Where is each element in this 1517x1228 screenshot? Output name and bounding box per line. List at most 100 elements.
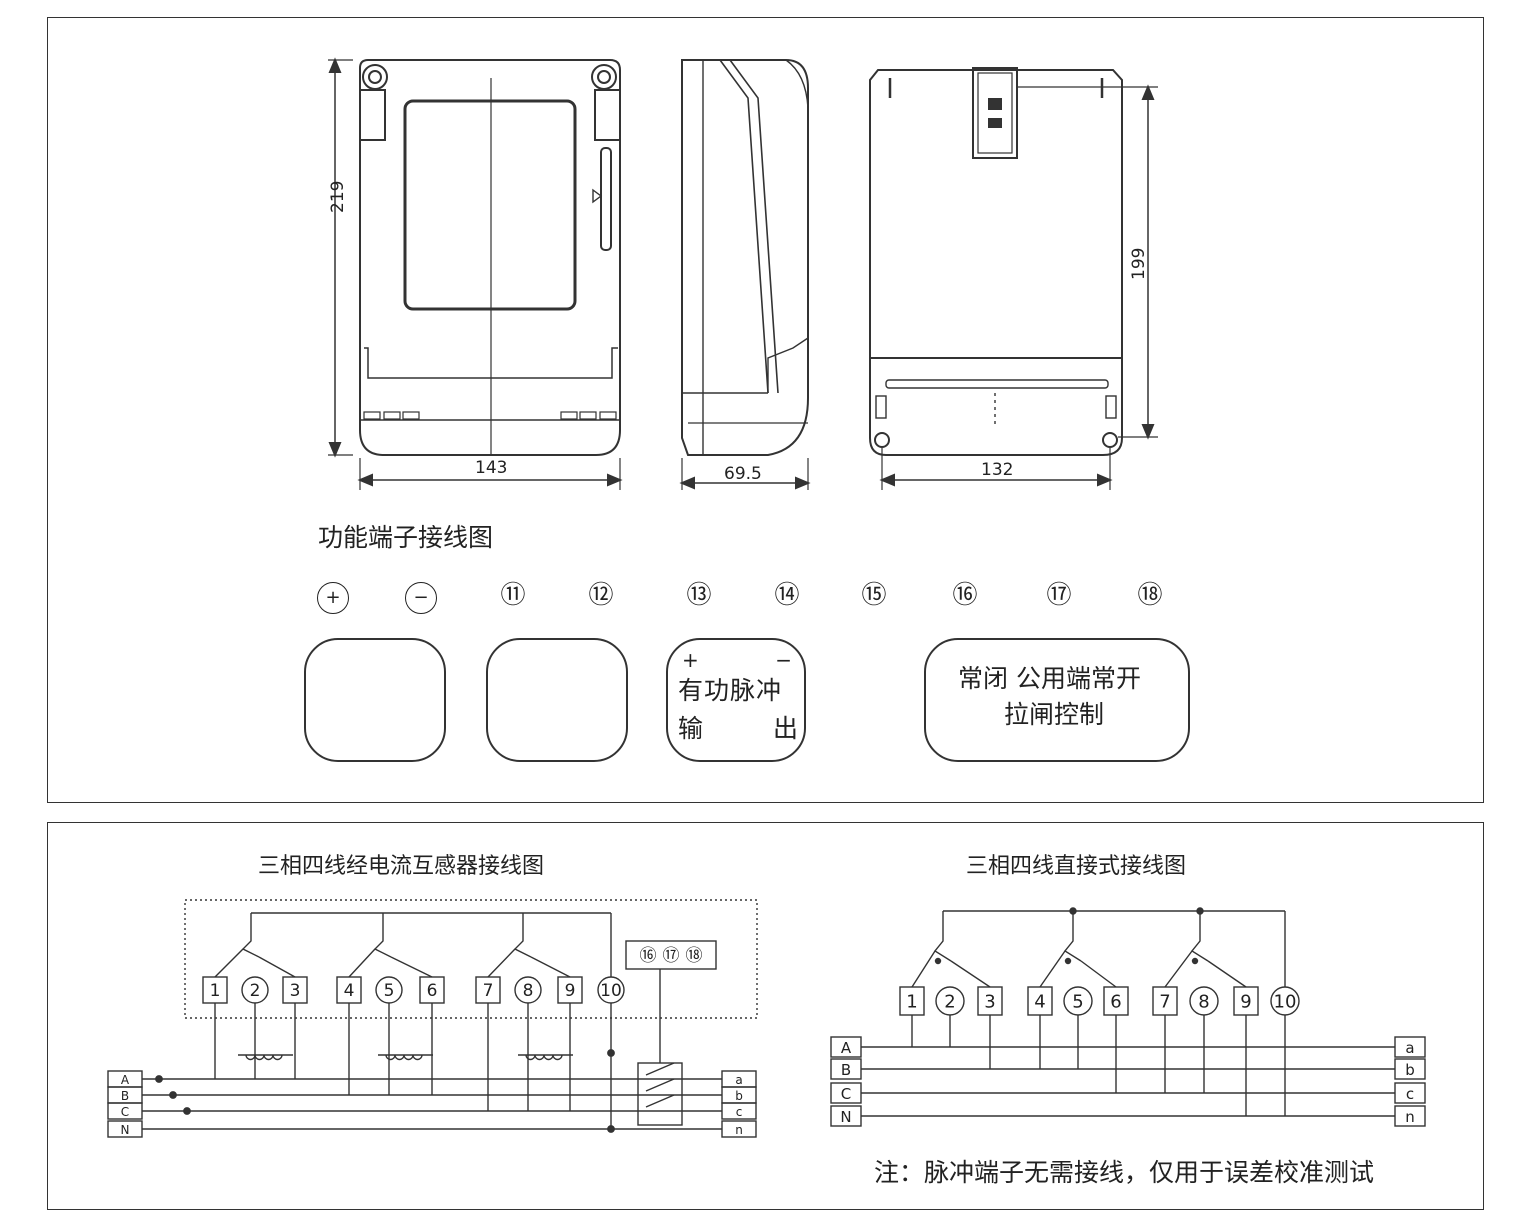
back-view xyxy=(869,67,1158,490)
output-label-a: a xyxy=(735,1073,742,1087)
junction-dot-1 xyxy=(155,1075,163,1083)
coil-link-3 xyxy=(513,913,532,958)
pulse-output-label: 有功脉冲 xyxy=(678,676,783,705)
relay-contact-2 xyxy=(645,1078,675,1092)
terminal-box-plus-minus xyxy=(304,638,446,762)
front-view xyxy=(328,57,623,490)
bus-dot-2 xyxy=(1196,907,1204,915)
input-label-C: C xyxy=(121,1105,129,1119)
ct-winding-3-3 xyxy=(552,1054,563,1061)
terminal-14: ⑭ xyxy=(774,580,800,609)
direct-wiring-title: 三相四线直接式接线图 xyxy=(966,854,1187,879)
output-box-n xyxy=(721,1120,757,1138)
aux-terminal-3: ⑱ xyxy=(686,946,703,966)
ct-wiring-title: 三相四线经电流互感器接线图 xyxy=(258,854,545,879)
pulse-minus-label: − xyxy=(775,648,792,672)
terminal-label-5: 5 xyxy=(384,981,395,1001)
output-label-n: n xyxy=(735,1123,743,1137)
coil-dot-3 xyxy=(1191,957,1199,965)
terminal-13: ⑬ xyxy=(686,580,712,609)
coil-link-2 xyxy=(1063,911,1082,962)
input-label-B: B xyxy=(121,1089,129,1103)
input-label-B: B xyxy=(841,1061,851,1079)
coil-right-1 xyxy=(258,956,296,978)
coil-left-1 xyxy=(214,948,244,978)
terminal-label-3: 3 xyxy=(984,991,995,1012)
output-box-c xyxy=(721,1102,757,1120)
terminal-box-11-12 xyxy=(486,638,628,762)
junction-dot-5 xyxy=(607,1125,615,1133)
input-label-N: N xyxy=(121,1123,130,1137)
back-height-label: 199 xyxy=(1129,247,1149,280)
ct-winding-1-3 xyxy=(272,1054,283,1061)
pulse-output-left: 输 xyxy=(678,714,704,743)
terminal-label-4: 4 xyxy=(344,981,355,1001)
front-width-label: 143 xyxy=(475,458,508,478)
terminal-label-2: 2 xyxy=(944,991,955,1012)
coil-right-3 xyxy=(530,956,571,978)
junction-dot-2 xyxy=(169,1091,177,1099)
coil-dot-2 xyxy=(1064,957,1072,965)
coil-link-1 xyxy=(933,911,952,962)
output-label-c: c xyxy=(1406,1085,1414,1103)
input-label-A: A xyxy=(841,1039,852,1057)
terminal-label-10: 10 xyxy=(600,981,622,1001)
terminal-15: ⑮ xyxy=(861,580,887,609)
terminal-17: ⑰ xyxy=(1046,580,1072,609)
coil-link-2 xyxy=(373,913,392,958)
terminal-label-9: 9 xyxy=(565,981,576,1001)
front-height-label: 219 xyxy=(328,180,348,213)
output-label-c: c xyxy=(736,1105,743,1119)
ct-winding-2-3 xyxy=(412,1054,423,1061)
terminal-label-8: 8 xyxy=(523,981,534,1001)
terminal-label-7: 7 xyxy=(1159,991,1170,1012)
output-box-a xyxy=(1394,1036,1426,1058)
coil-link-1 xyxy=(241,913,260,958)
output-box-n xyxy=(1394,1105,1426,1127)
pulse-terminal-note: 注：脉冲端子无需接线，仅用于误差校准测试 xyxy=(874,1158,1375,1187)
terminal-minus: − xyxy=(401,578,441,614)
terminal-label-8: 8 xyxy=(1198,991,1209,1012)
terminal-label-4: 4 xyxy=(1034,991,1045,1012)
pulse-output-right: 出 xyxy=(772,714,798,743)
pulse-output-box: + − 有功脉冲 输 出 xyxy=(666,638,806,762)
output-box-b xyxy=(1394,1058,1426,1080)
junction-dot-4 xyxy=(607,1049,615,1057)
output-label-n: n xyxy=(1405,1108,1415,1126)
terminal-label-7: 7 xyxy=(483,981,494,1001)
aux-terminal-block xyxy=(625,940,717,970)
side-view xyxy=(679,59,811,490)
coil-right-1 xyxy=(950,960,991,988)
input-label-A: A xyxy=(121,1073,130,1087)
meter-outline-panel: 219 143 69.5 132 199 功能端子接线图 + − ⑪ ⑫ ⑬ ⑭… xyxy=(47,17,1484,803)
input-label-C: C xyxy=(841,1085,851,1103)
input-label-N: N xyxy=(840,1108,851,1126)
bus-dot-1 xyxy=(1069,907,1077,915)
coil-left-2 xyxy=(348,948,376,978)
coil-right-2 xyxy=(1080,960,1117,988)
coil-link-3 xyxy=(1190,911,1209,962)
output-label-b: b xyxy=(1405,1061,1415,1079)
terminal-16: ⑯ xyxy=(952,580,978,609)
terminal-12: ⑫ xyxy=(588,580,614,609)
terminal-label-10: 10 xyxy=(1274,991,1297,1012)
terminal-label-1: 1 xyxy=(906,991,917,1012)
trip-control-label: 拉闸控制 xyxy=(1004,700,1105,729)
terminal-18: ⑱ xyxy=(1137,580,1163,609)
junction-dot-3 xyxy=(183,1107,191,1115)
coil-left-2 xyxy=(1039,950,1066,988)
terminal-label-5: 5 xyxy=(1072,991,1083,1012)
back-width-label: 132 xyxy=(981,460,1014,480)
pulse-plus-label: + xyxy=(682,648,699,672)
output-label-a: a xyxy=(1405,1039,1414,1057)
terminal-plus: + xyxy=(313,578,353,614)
aux-terminal-1: ⑯ xyxy=(640,946,657,966)
terminal-label-3: 3 xyxy=(290,981,301,1001)
coil-right-3 xyxy=(1207,960,1247,988)
aux-terminal-2: ⑰ xyxy=(663,946,680,966)
coil-left-3 xyxy=(487,948,516,978)
